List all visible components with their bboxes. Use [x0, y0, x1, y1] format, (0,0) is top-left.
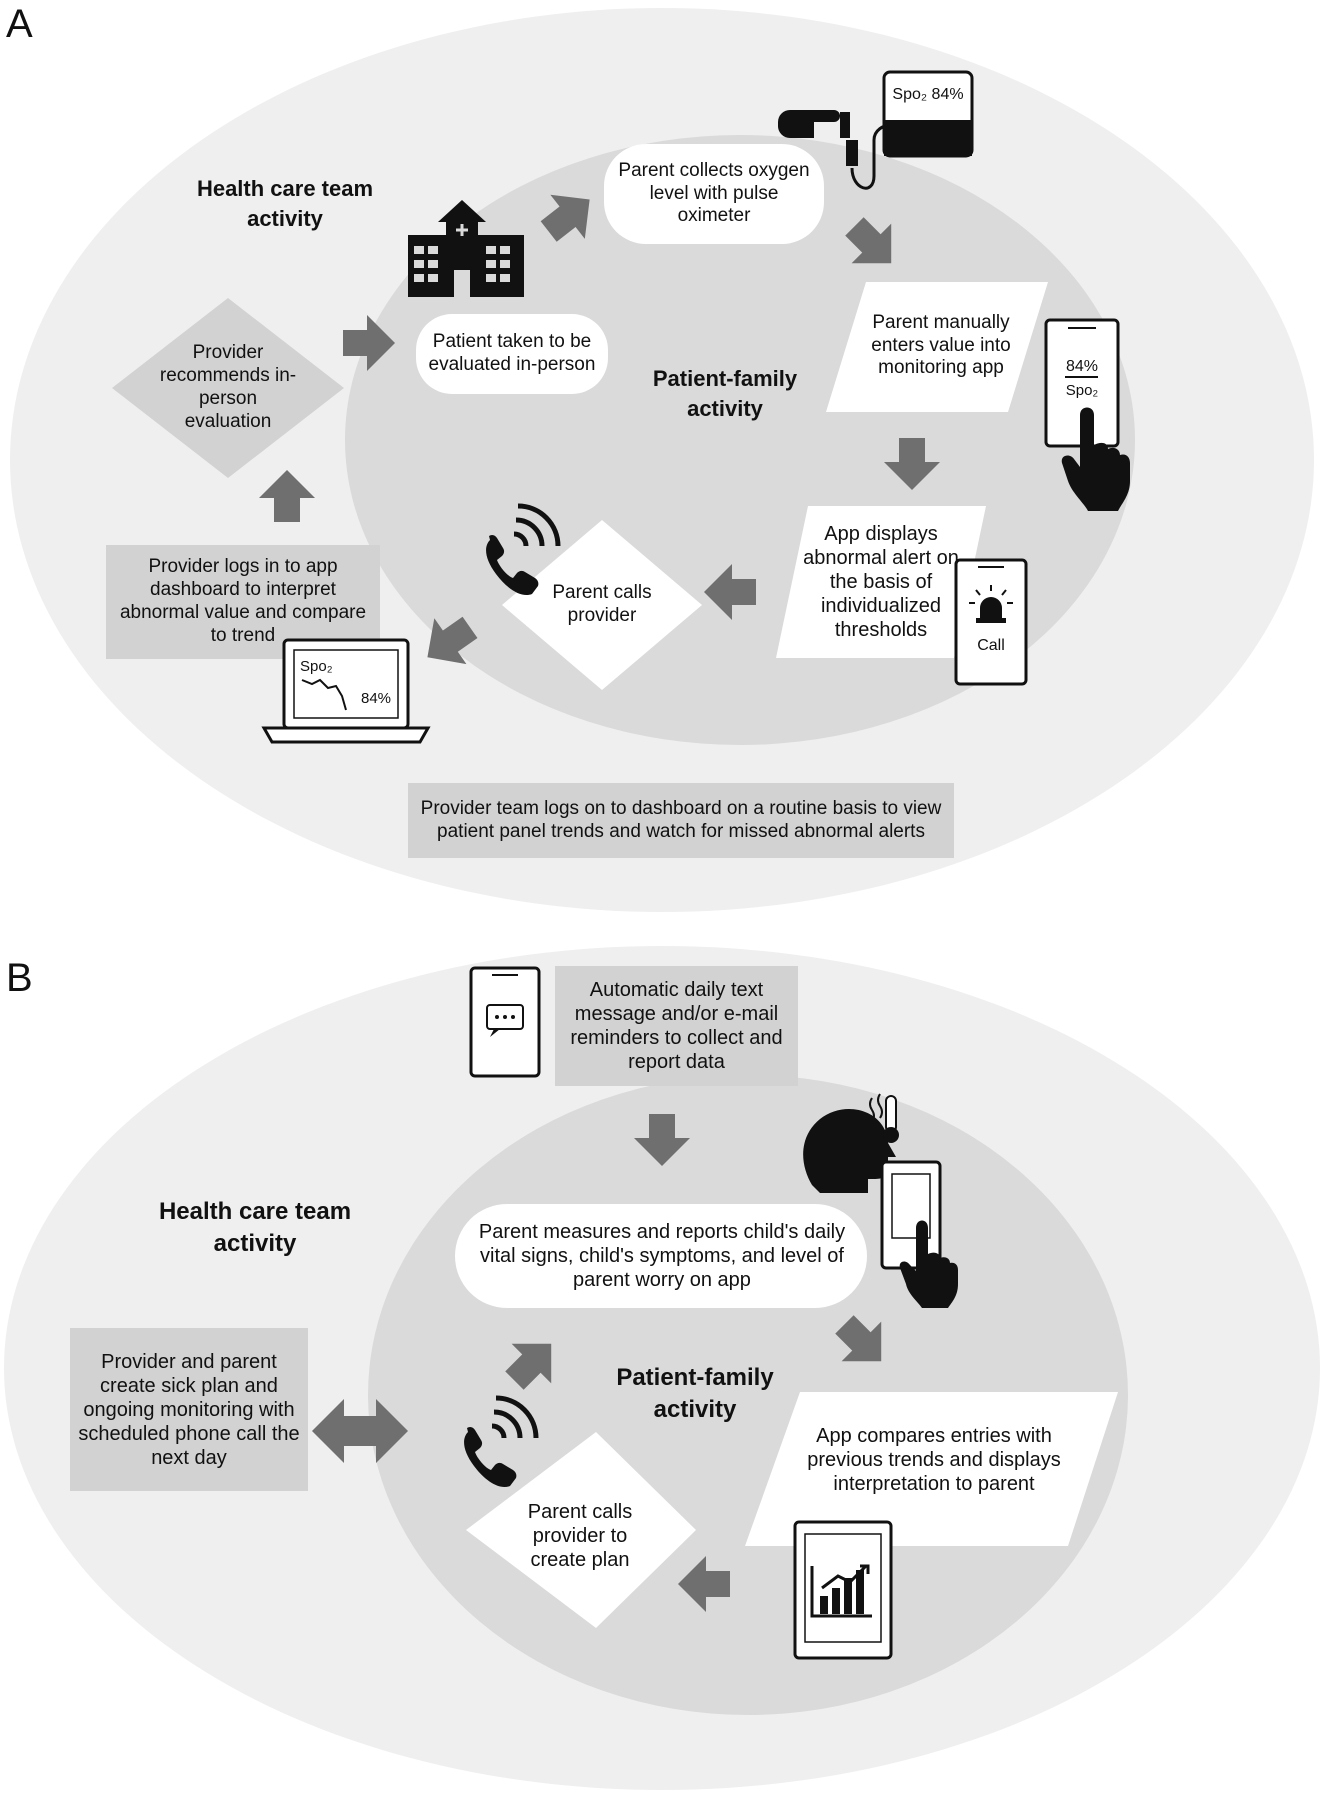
- panel-b-letter: B: [6, 956, 33, 1000]
- oximeter-reading: Spo₂ 84%: [892, 86, 964, 104]
- sick-head-icon: [803, 1093, 899, 1193]
- reminder-text: Automatic daily text message and/or e-ma…: [570, 979, 783, 1073]
- calls-diamond: [502, 520, 702, 690]
- logs-text: Provider logs in to app dashboard to int…: [119, 556, 367, 646]
- recommends-diamond: [112, 298, 344, 478]
- phone-value: 84%: [1065, 358, 1099, 376]
- measure-text: Parent measures and reports child's dail…: [478, 1221, 846, 1291]
- measure-pill: [455, 1204, 867, 1308]
- collect-pill: [604, 144, 824, 244]
- routine-box: [408, 783, 954, 858]
- alert-text: App displays abnormal alert on the basis…: [803, 523, 959, 641]
- panel-b-family-heading-line2: activity: [653, 1396, 737, 1424]
- phone-alert-icon: [954, 558, 1028, 686]
- compare-parallelogram: [745, 1392, 1118, 1546]
- panel-a-family-heading-line2: activity: [687, 395, 763, 421]
- message-phone-icon: [469, 966, 541, 1078]
- panel-a-family-heading-line1: Patient-family: [652, 366, 798, 391]
- calls-text-b: Parent calls provider to create plan: [527, 1501, 633, 1571]
- tablet-touch-icon: [1044, 318, 1130, 511]
- enter-parallelogram: [826, 282, 1048, 412]
- panel-a-care-heading-line2: activity: [247, 205, 323, 231]
- tablet-chart-icon: [793, 1520, 893, 1660]
- alert-parallelogram: [776, 506, 986, 658]
- alert-call-label: Call: [977, 637, 1005, 655]
- plan-text: Provider and parent create sick plan and…: [78, 1350, 300, 1469]
- panel-a-family-heading: Patient-family activity: [620, 364, 830, 423]
- laptop-value: 84%: [360, 690, 392, 707]
- compare-text: App compares entries with previous trend…: [807, 1425, 1061, 1495]
- calls-text: Parent calls provider: [552, 582, 652, 626]
- ringing-phone-icon-a: [486, 503, 561, 596]
- panel-b-care-heading-line1: Health care team: [158, 1198, 352, 1225]
- tablet-touch-icon-b: [880, 1160, 958, 1308]
- recommends-text: Provider recommends in-person evaluation: [159, 342, 297, 432]
- laptop-trend-icon: [261, 638, 431, 744]
- calls-diamond-b: [466, 1432, 696, 1628]
- panel-b-family-heading: Patient-family activity: [590, 1362, 800, 1427]
- panel-a-care-heading: Health care team activity: [180, 174, 390, 233]
- phone-label: Spo₂: [1065, 382, 1099, 399]
- panel-b-care-heading-line2: activity: [213, 1230, 297, 1258]
- reminder-box: [555, 966, 798, 1086]
- pulse-oximeter-icon: [778, 70, 974, 190]
- enter-text: Parent manually enters value into monito…: [871, 311, 1011, 379]
- ringing-phone-icon-b: [464, 1395, 539, 1488]
- plan-box: [70, 1328, 308, 1491]
- laptop-label: Spo₂: [300, 658, 333, 675]
- evaluated-pill: [416, 314, 608, 394]
- panel-b-family-heading-line1: Patient-family: [616, 1364, 774, 1391]
- collect-text: Parent collects oxygen level with pulse …: [618, 159, 810, 227]
- panel-a-care-heading-line1: Health care team: [196, 176, 374, 201]
- panel-a-letter: A: [6, 2, 33, 46]
- double-arrow-b: [312, 1399, 408, 1463]
- evaluated-text: Patient taken to be evaluated in-person: [428, 331, 596, 375]
- hospital-windows: [414, 224, 510, 297]
- panel-b-care-heading: Health care team activity: [140, 1196, 370, 1261]
- routine-text: Provider team logs on to dashboard on a …: [420, 798, 942, 842]
